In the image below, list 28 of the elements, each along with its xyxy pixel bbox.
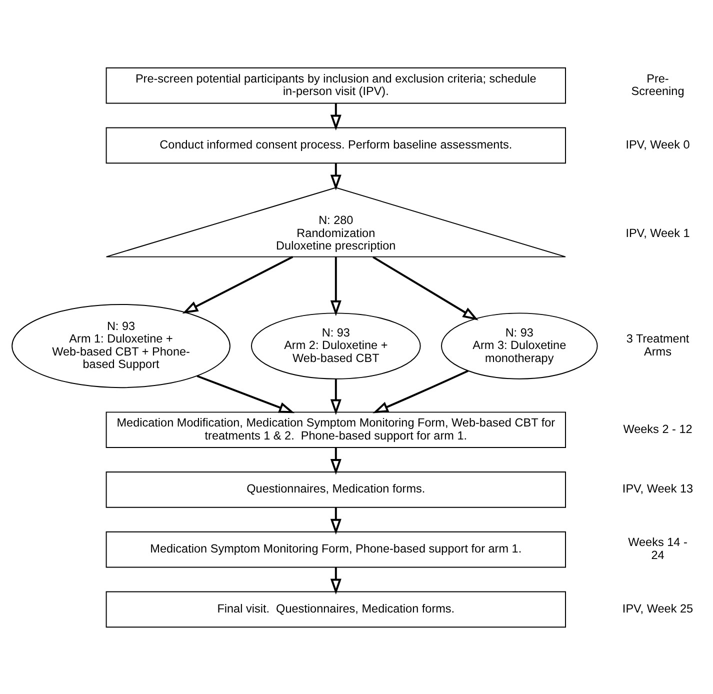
node-box: Final visit. Questionnaires, Medication forms. (106, 590, 566, 628)
node-ellipse: N: 93 Arm 2: Duloxetine + Web-based CBT (251, 312, 421, 379)
label: IPV, Week 25 (622, 602, 694, 615)
arrow (330, 102, 342, 130)
label: Pre-Screening (631, 72, 684, 98)
node-box: Pre-screen potential participants by inclusion and exclusion criteria; schedule in-person visit (IPV). (106, 66, 566, 104)
node-box: Questionnaires, Medication forms. (106, 471, 566, 508)
arrow (372, 369, 469, 413)
arrow (330, 162, 342, 190)
node-box: Conduct informed consent process. Perform baseline assessments. (106, 126, 566, 164)
arrow (330, 256, 342, 316)
arrow (372, 256, 478, 320)
arrow (330, 506, 342, 534)
node-ellipse: N: 93 Arm 3: Duloxetine monotherapy (441, 312, 598, 379)
node-ellipse: N: 93 Arm 1: Duloxetine + Web-based CBT + Phone-based Support (12, 303, 230, 388)
label: IPV, Week 1 (626, 226, 690, 240)
label: IPV, Week 13 (622, 482, 694, 496)
label: Weeks 14 - 24 (628, 536, 688, 562)
node-box: Medication Symptom Monitoring Form, Phone-based support for arm 1. (106, 530, 566, 568)
arrow (330, 447, 342, 474)
arrow (330, 378, 342, 415)
label: 3 Treatment Arms (626, 332, 690, 358)
label: Weeks 2 - 12 (623, 422, 692, 436)
arrow (196, 374, 295, 413)
label: IPV, Week 0 (626, 138, 690, 151)
node-box: Medication Modification, Medication Symptom Monitoring Form, Web-based CBT for treatments 1 & 2. Phone-based support for arm 1. (106, 411, 566, 448)
arrow (182, 256, 294, 314)
arrow (330, 566, 342, 594)
